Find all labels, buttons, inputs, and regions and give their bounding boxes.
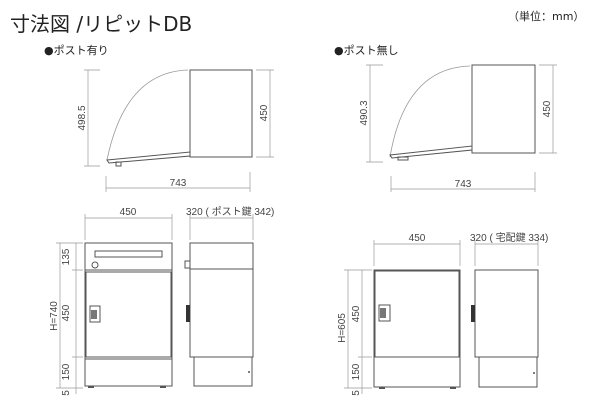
height-dimension-line [366,64,383,163]
base [193,356,253,387]
width-dimension: 450 [409,233,426,244]
width-dimension: 743 [455,179,472,190]
width-dimension-line [84,214,173,240]
depth-dimension: 450 [542,100,553,117]
base [478,356,538,388]
segment-height: 5 [351,390,362,396]
side-view-with-post: 320 ( ポスト鍵 342) [184,205,274,387]
height-dimension-line [84,69,100,167]
section-label-without-post: ●ポスト無し [334,43,399,57]
segment-height: 150 [351,363,362,380]
segment-height: 450 [351,305,362,322]
width-dimension: 450 [120,207,137,218]
open-door [389,145,473,159]
width-dimension-line [390,172,536,192]
cabinet-side [474,269,539,358]
depth-dimension-line [539,64,557,154]
depth-dimension: 320 ( ポスト鍵 342) [186,205,274,218]
height-dimension: 490.3 [359,100,370,125]
width-dimension-line [373,240,461,266]
screw [248,371,250,373]
door-lock-side [471,305,475,322]
foot [450,387,456,389]
door-lock-side [186,305,190,322]
height-dimension-lines [344,269,372,394]
total-height: H=740 [49,301,60,331]
delivery-door [374,270,460,358]
post-lock [91,261,99,269]
top-view-with-post: 498.5 450 743 [77,69,274,192]
section-label-with-post: ●ポスト有り [44,43,109,57]
total-height: H=605 [337,313,348,343]
door-swing-arc [106,69,189,161]
front-view-with-post: 450 H=740 135 450 150 5 [49,207,173,396]
depth-dimension: 450 [259,104,270,121]
keypad [380,308,386,318]
cabinet-front [84,242,173,387]
door-swing-arc [389,65,471,158]
front-view-without-post: 450 H=605 450 150 5 [337,233,461,396]
height-dimension: 498.5 [77,105,88,130]
cabinet-body [189,69,253,158]
foot [160,386,166,388]
unit-note: （単位：mm） [508,9,584,23]
keypad [91,310,97,319]
width-dimension: 743 [170,178,187,189]
segment-height: 450 [61,304,72,321]
depth-dimension-line [474,240,539,266]
side-view-without-post: 320 ( 宅配鍵 334) [470,231,548,388]
page-title: 寸法図 /リピットDB [10,12,192,36]
segment-height: 150 [61,363,72,380]
cabinet-body [471,64,536,154]
door-lock [378,304,391,322]
width-dimension-line [105,172,251,192]
screw [533,372,535,374]
open-door [106,151,191,164]
foot [88,386,94,388]
top-view-without-post: 490.3 450 743 [359,64,557,192]
door-handle [115,161,122,167]
height-dimension-lines [56,242,83,394]
depth-dimension-line [189,214,254,240]
segment-height: 135 [61,248,72,265]
delivery-door [85,271,172,358]
segment-height: 5 [61,390,72,396]
cabinet-side [189,242,254,358]
mail-slot [94,250,163,258]
foot [379,387,385,389]
post-lock-knob [184,260,191,269]
depth-dimension-line [256,69,274,158]
door-lock [89,305,101,323]
door-handle [397,156,409,161]
cabinet-front [373,269,461,388]
depth-dimension: 320 ( 宅配鍵 334) [470,231,548,244]
